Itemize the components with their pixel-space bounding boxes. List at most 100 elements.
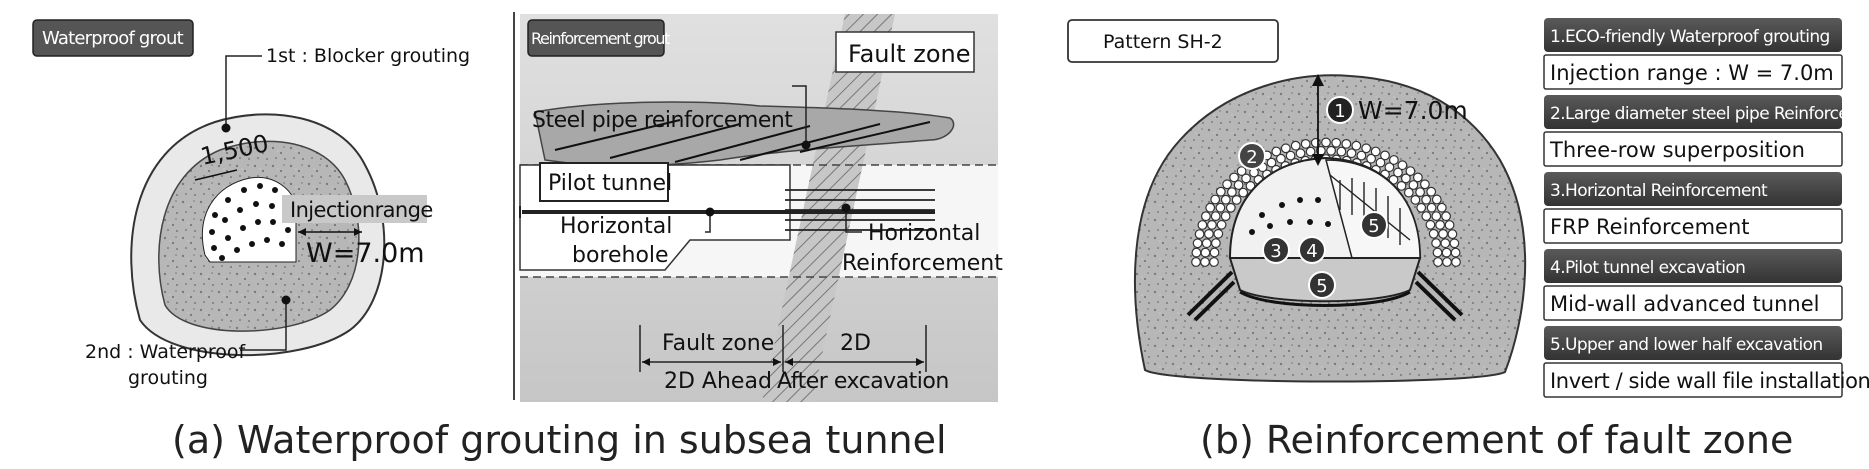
steel-pipe-ring: [1408, 180, 1419, 190]
steel-pipe-ring: [1397, 160, 1408, 171]
steel-pipe-label: Steel pipe reinforcement: [532, 108, 793, 133]
steel-pipe-ring: [1428, 228, 1439, 239]
steel-pipe-ring: [1351, 140, 1362, 151]
steel-pipe-ring: [1220, 211, 1231, 222]
steel-pipe-ring: [1400, 173, 1411, 184]
steel-pipe-ring: [1206, 219, 1217, 230]
grout-dots: [209, 183, 291, 261]
steel-pipe-ring: [1388, 155, 1399, 165]
leader-horizontal-reinf: [845, 208, 862, 233]
steel-pipe-ring: [1416, 202, 1427, 213]
steel-pipe-ring: [1203, 228, 1214, 239]
step-2-title: 2.Large diameter steel pipe Reinforcemen…: [1550, 104, 1869, 124]
steel-pipe-ring: [1447, 229, 1458, 240]
steel-pipe-ring: [1210, 211, 1221, 222]
steel-pipe-ring: [1421, 194, 1432, 205]
steel-pipe-ring: [1431, 238, 1441, 249]
steel-pipe-ring: [1236, 166, 1247, 177]
steel-pipe-ring: [1210, 194, 1221, 205]
steel-pipe-ring: [1403, 187, 1414, 198]
steel-pipe-ring: [1275, 153, 1286, 164]
step-5: 5.Upper and lower half excavation Invert…: [1543, 326, 1869, 398]
step-4: 4.Pilot tunnel excavation Mid-wall advan…: [1543, 249, 1843, 321]
reinforcement-grout-badge-label: Reinforcement grout: [531, 29, 670, 48]
steel-pipe-ring: [1271, 146, 1282, 157]
injection-range-label: Injectionrange: [290, 198, 433, 222]
caption-a: (a) Waterproof grouting in subsea tunnel: [172, 418, 947, 462]
steel-pipe-ring: [1441, 211, 1451, 222]
horizontal-borehole-1: Horizontal: [560, 214, 672, 239]
steel-pipe-ring: [1356, 150, 1367, 161]
steel-pipe-ring: [1341, 138, 1352, 149]
steel-pipe-ring: [1280, 143, 1291, 154]
steel-pipe-ring: [1421, 211, 1432, 222]
waterproof-grout-badge-label: Waterproof grout: [42, 28, 184, 49]
step-circle-3: 3: [1262, 236, 1290, 264]
step-2-value: Three-row superposition: [1549, 138, 1805, 162]
steel-pipe-ring: [1194, 229, 1205, 240]
steel-pipe-ring: [1266, 157, 1277, 168]
step-5-value: Invert / side wall file installation: [1550, 369, 1869, 393]
step-4-title: 4.Pilot tunnel excavation: [1550, 258, 1745, 278]
dim-2d-label: 2D: [840, 331, 871, 356]
pilot-tunnel-label: Pilot tunnel: [548, 171, 672, 196]
steel-pipe-ring: [1384, 162, 1395, 173]
steel-pipe-ring: [1366, 153, 1376, 164]
step-circle-5-upper: 5: [1360, 211, 1388, 239]
waterproof-label-2: grouting: [128, 367, 208, 389]
svg-text:3: 3: [1270, 241, 1281, 262]
step-circle-1: 1: [1326, 96, 1354, 124]
svg-text:5: 5: [1316, 276, 1327, 297]
horizontal-borehole-2: borehole: [572, 243, 669, 268]
step-4-value: Mid-wall advanced tunnel: [1550, 292, 1819, 316]
step-circle-2: 2: [1238, 142, 1266, 170]
pattern-badge: [1067, 19, 1279, 63]
pattern-label: Pattern SH-2: [1103, 31, 1223, 53]
steel-pipe-ring: [1241, 173, 1251, 184]
step-5-title: 5.Upper and lower half excavation: [1550, 335, 1823, 355]
svg-text:2: 2: [1246, 147, 1257, 168]
horizontal-reinf-2: Reinforcement: [842, 251, 1003, 276]
steel-pipe-ring: [1233, 180, 1244, 190]
step-3-value: FRP Reinforcement: [1550, 215, 1750, 239]
step-1-value: Injection range : W = 7.0m: [1550, 61, 1834, 85]
steel-pipe-ring: [1213, 228, 1224, 239]
steel-pipe-ring: [1410, 194, 1421, 205]
steel-pipe-ring: [1192, 238, 1203, 249]
horizontal-reinf-1: Horizontal: [868, 221, 980, 246]
svg-text:5: 5: [1368, 216, 1379, 237]
steel-pipe-ring: [1222, 179, 1232, 190]
leader-blocker: [225, 55, 262, 128]
steel-pipe-ring: [1444, 220, 1455, 230]
steel-pipe-ring: [1336, 146, 1347, 157]
steel-pipe-ring: [1245, 180, 1256, 191]
fault-zone-box-label: Fault zone: [848, 40, 970, 68]
pilot-tunnel-box: [539, 162, 669, 202]
steel-pipe-ring: [1451, 257, 1461, 267]
steel-pipe-ring: [1226, 187, 1237, 198]
steel-pipe-ring: [1285, 150, 1296, 161]
steel-pipe-ring: [1229, 172, 1239, 183]
steel-pipes: [554, 119, 931, 163]
invert-line: [1239, 290, 1411, 307]
steel-pipe-ring: [1331, 137, 1342, 148]
steel-pipe-ring: [1431, 194, 1442, 205]
step-2: 2.Large diameter steel pipe Reinforcemen…: [1543, 95, 1869, 167]
steel-pipe-ring: [1431, 211, 1442, 222]
steel-pipe-ring: [1321, 137, 1331, 148]
dim-ahead-label: 2D Ahead: [664, 369, 772, 394]
blocker-grouting-label: 1st : Blocker grouting: [266, 45, 470, 67]
steel-pipe-ring: [1415, 187, 1425, 198]
reinforcement-grout-badge: [527, 19, 665, 57]
steel-pipe-ring: [1295, 148, 1306, 159]
fault-zone-dim-label: Fault zone: [662, 331, 774, 356]
steel-pipe-ring: [1210, 238, 1221, 249]
steel-pipe-ring: [1197, 220, 1208, 230]
step-1-title: 1.ECO-friendly Waterproof grouting: [1550, 27, 1830, 47]
steel-pipe-ring: [1305, 146, 1316, 157]
panel-b: Pattern SH-2: [1067, 18, 1869, 398]
steel-pipe-ring: [1412, 172, 1423, 183]
steel-pipe-ring: [1426, 202, 1437, 213]
steel-pipe-ring: [1205, 202, 1216, 213]
step-1: 1.ECO-friendly Waterproof grouting Injec…: [1543, 18, 1843, 90]
